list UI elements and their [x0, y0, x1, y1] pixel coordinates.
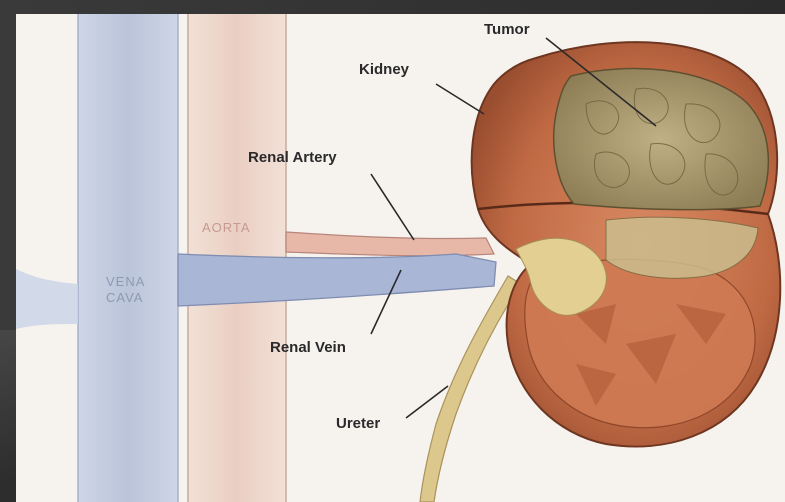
- kidney-anatomy-illustration: Tumor Kidney Renal Artery AORTA VENA CAV…: [16, 14, 785, 502]
- label-aorta: AORTA: [202, 220, 251, 235]
- label-ureter: Ureter: [336, 415, 380, 432]
- label-vena-cava-line2: CAVA: [106, 290, 143, 305]
- label-vena-cava-line1: VENA: [106, 274, 145, 289]
- label-tumor: Tumor: [484, 21, 530, 38]
- label-kidney: Kidney: [359, 61, 410, 78]
- vena-cava-shape: [78, 14, 178, 502]
- label-renal-vein: Renal Vein: [270, 339, 346, 356]
- label-renal-artery: Renal Artery: [248, 149, 337, 166]
